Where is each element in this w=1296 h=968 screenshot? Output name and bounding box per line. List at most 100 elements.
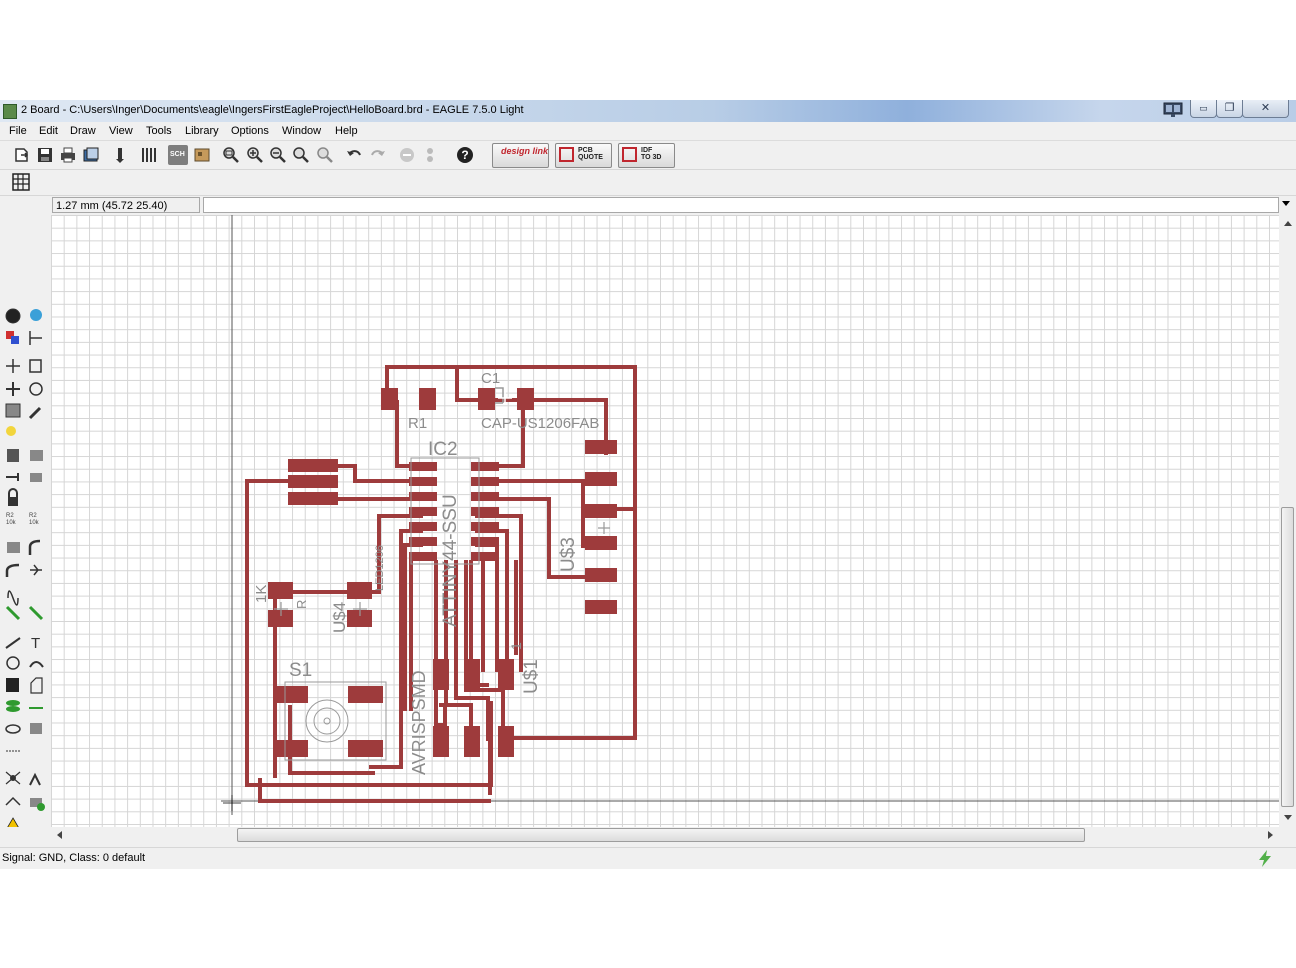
help-icon[interactable]: ?: [455, 145, 475, 165]
go-icon[interactable]: [420, 145, 440, 165]
menu-view[interactable]: View: [109, 125, 133, 137]
print-icon[interactable]: [58, 145, 78, 165]
menu-window[interactable]: Window: [282, 125, 322, 137]
sch-icon[interactable]: SCH: [168, 145, 188, 165]
menu-file[interactable]: File: [9, 125, 27, 137]
us3-label: U$3: [558, 537, 579, 572]
menu-help[interactable]: Help: [335, 125, 358, 137]
vertical-scroll-thumb[interactable]: [1281, 507, 1294, 807]
idf-line2: TO 3D: [641, 154, 662, 161]
pcb-quote-icon: [559, 147, 574, 162]
meander-icon: [30, 564, 42, 576]
miter-icon: [28, 539, 41, 555]
command-history-dropdown-icon[interactable]: [1282, 201, 1290, 206]
zoom-in-icon[interactable]: [245, 145, 265, 165]
coordinate-display: 1.27 mm (45.72 25.40): [52, 197, 200, 213]
zoom-fit-icon[interactable]: [221, 145, 241, 165]
scroll-right-icon[interactable]: [1268, 831, 1273, 839]
lock-icon: [8, 497, 18, 506]
s1-pad-2: [348, 686, 383, 703]
autoroute-icon: [5, 605, 21, 621]
r2-10k-label-a[interactable]: R2 10k: [6, 513, 16, 526]
save-icon[interactable]: [35, 145, 55, 165]
ftdi-pad-1: [288, 459, 338, 472]
rotate-icon: [29, 382, 43, 396]
svg-text:?: ?: [461, 148, 468, 162]
monitor-icon[interactable]: [1163, 102, 1183, 118]
menu-options[interactable]: Options: [231, 125, 269, 137]
led-pad-2: [347, 610, 372, 627]
eagle-app-icon: [3, 104, 17, 119]
scroll-up-icon[interactable]: [1284, 221, 1292, 226]
command-line-input[interactable]: [203, 197, 1279, 213]
close-button[interactable]: ✕: [1242, 100, 1289, 118]
minimize-icon: ▭: [1199, 103, 1208, 113]
undo-icon[interactable]: [344, 145, 364, 165]
script-icon[interactable]: [110, 145, 130, 165]
maximize-button[interactable]: ❐: [1216, 100, 1243, 118]
menu-edit[interactable]: Edit: [39, 125, 58, 137]
zoom-out-icon[interactable]: [268, 145, 288, 165]
delete-icon: [7, 449, 19, 462]
grid-icon[interactable]: [11, 172, 31, 192]
lightning-icon[interactable]: [1257, 850, 1273, 867]
pcb-quote-line1: PCB: [578, 147, 593, 154]
menu-library[interactable]: Library: [185, 125, 219, 137]
r1-pad-2: [419, 388, 436, 410]
arc-icon: [29, 661, 44, 668]
s1-label: S1: [289, 660, 312, 681]
horizontal-scrollbar[interactable]: [51, 827, 1279, 843]
r1-label: R1: [408, 415, 427, 432]
show-icon: [29, 331, 42, 345]
c1-value-label: CAP-US1206FAB: [481, 415, 599, 432]
idf-icon: [622, 147, 637, 162]
pinswap-icon: [30, 473, 42, 482]
stop-icon[interactable]: [397, 145, 417, 165]
board-icon[interactable]: [192, 145, 212, 165]
scroll-down-icon[interactable]: [1284, 815, 1292, 820]
r2-10k-label-b[interactable]: R2 10k: [29, 513, 39, 526]
designlink-button[interactable]: design link: [492, 143, 549, 168]
zoom-redraw-icon[interactable]: [291, 145, 311, 165]
vertical-scrollbar[interactable]: [1279, 215, 1296, 827]
cam-icon[interactable]: [81, 145, 101, 165]
display-icon: [30, 309, 42, 321]
replace-icon: [6, 473, 19, 481]
scroll-left-icon[interactable]: [57, 831, 62, 839]
c1-label: C1: [481, 370, 500, 387]
mark-icon: [6, 331, 14, 339]
resistor-1k-pad-1: [268, 582, 293, 599]
tool-icons: T: [5, 308, 45, 831]
status-text: Signal: GND, Class: 0 default: [2, 852, 146, 864]
component-outlines: [274, 387, 610, 761]
via-icon: [6, 700, 20, 706]
close-icon: ✕: [1260, 102, 1271, 114]
designlink-label: design link: [501, 146, 549, 156]
c1-pad-1: [478, 388, 495, 410]
minimize-button[interactable]: ▭: [1190, 100, 1217, 118]
horizontal-scroll-thumb[interactable]: [237, 828, 1085, 842]
zoom-area-icon[interactable]: [315, 145, 335, 165]
s1-pad-1: [273, 686, 308, 703]
route-icon: [7, 590, 19, 606]
avrisp-label: AVRISPSMD: [409, 670, 429, 775]
move-icon: [6, 359, 20, 373]
text-icon: T: [31, 635, 40, 652]
menu-tools[interactable]: Tools: [146, 125, 172, 137]
eagle-window: 2 Board - C:\Users\Inger\Documents\eagle…: [0, 100, 1296, 869]
split-icon: [7, 542, 20, 553]
copy-icon: [29, 359, 42, 373]
window-title: 2 Board - C:\Users\Inger\Documents\eagle…: [21, 104, 524, 116]
redo-icon[interactable]: [368, 145, 388, 165]
component-labels: C1 CAP-US1206FAB R1 IC2 ATTINY44-SSU U$3…: [253, 370, 599, 775]
menu-draw[interactable]: Draw: [70, 125, 96, 137]
open-icon[interactable]: [12, 145, 32, 165]
r1-pad-1: [381, 388, 398, 410]
menu-bar: File Edit Draw View Tools Library Option…: [0, 122, 1296, 140]
ulp-icon[interactable]: [139, 145, 159, 165]
rect-icon: [6, 678, 19, 692]
c1-pad-2: [517, 388, 534, 410]
board-canvas[interactable]: C1 CAP-US1206FAB R1 IC2 ATTINY44-SSU U$3…: [51, 215, 1279, 827]
